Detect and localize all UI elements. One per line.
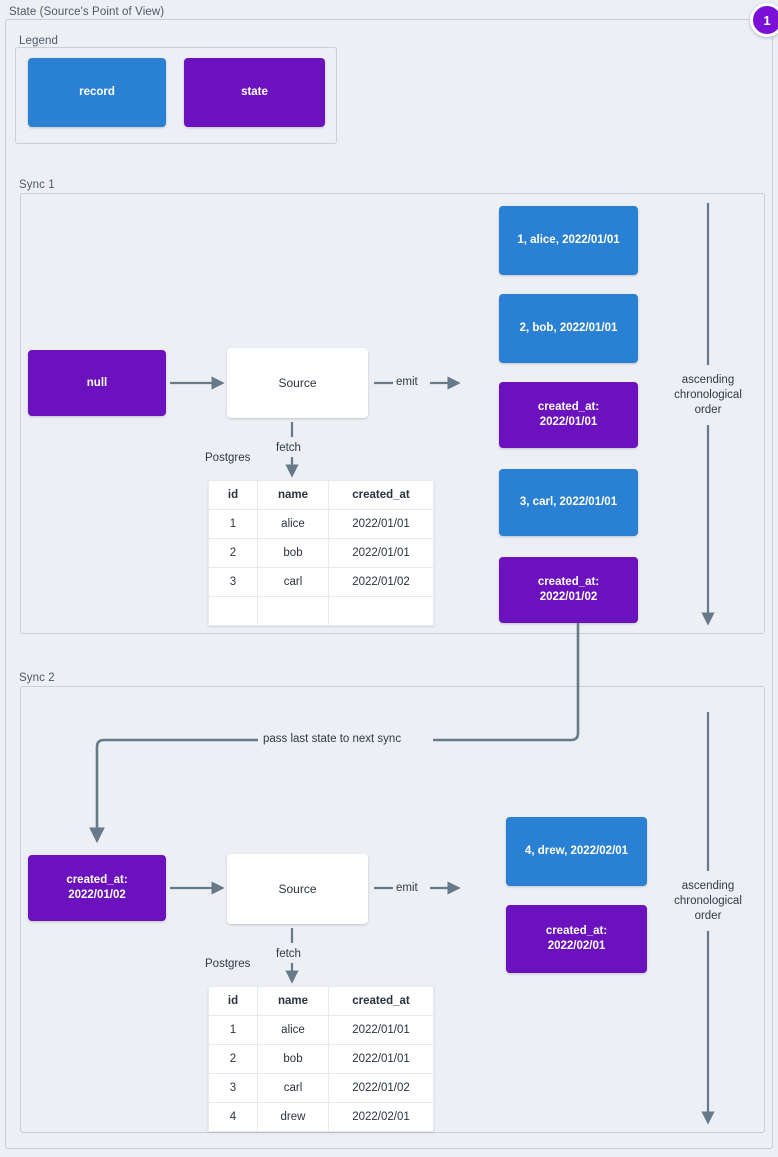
sync1-emitted-1: 2, bob, 2022/01/01 (499, 294, 638, 363)
sync2-order-label: ascending chronological order (674, 880, 742, 922)
cell-name: alice (257, 1015, 329, 1045)
legend-swatch-state: state (184, 58, 325, 127)
legend-frame (15, 47, 337, 144)
sync2-input-state: created_at: 2022/01/02 (28, 855, 166, 921)
cell-created-at (328, 596, 434, 626)
sync1-frame (20, 193, 765, 634)
column-header-created-at: created_at (328, 986, 434, 1016)
cell-created-at: 2022/01/01 (328, 509, 434, 539)
cell-created-at: 2022/01/02 (328, 567, 434, 597)
legend-title: Legend (19, 34, 63, 48)
sync1-emitted-2: created_at: 2022/01/01 (499, 382, 638, 448)
cell-name: drew (257, 1102, 329, 1132)
cell-created-at: 2022/01/01 (328, 1015, 434, 1045)
sync2-emitted-0: 4, drew, 2022/02/01 (506, 817, 647, 886)
cell-id: 3 (208, 567, 258, 597)
sync2-frame (20, 686, 765, 1133)
sync2-source-node: Source (227, 854, 368, 924)
legend-swatch-record: record (28, 58, 166, 127)
cell-name: bob (257, 538, 329, 568)
sync2-title: Sync 2 (19, 671, 60, 685)
cell-id: 1 (208, 1015, 258, 1045)
sync1-title: Sync 1 (19, 178, 60, 192)
cell-name: bob (257, 1044, 329, 1074)
sync1-source-node: Source (227, 348, 368, 418)
column-header-name: name (257, 480, 329, 510)
sync1-emitted-0: 1, alice, 2022/01/01 (499, 206, 638, 275)
column-header-name: name (257, 986, 329, 1016)
cell-created-at: 2022/01/01 (328, 538, 434, 568)
table-header-row: id name created_at (208, 480, 434, 510)
cell-created-at: 2022/01/01 (328, 1044, 434, 1074)
cell-id: 2 (208, 1044, 258, 1074)
sync1-order-label: ascending chronological order (674, 374, 742, 416)
cell-id: 3 (208, 1073, 258, 1103)
step-badge[interactable]: 1 (750, 3, 778, 37)
state-frame (5, 19, 773, 1149)
cell-name: alice (257, 509, 329, 539)
cell-name: carl (257, 1073, 329, 1103)
sync1-fetch-label: fetch (276, 442, 301, 454)
table-row (208, 596, 434, 626)
table-header-row: id name created_at (208, 986, 434, 1016)
cell-id: 2 (208, 538, 258, 568)
sync2-fetch-label: fetch (276, 948, 301, 960)
cell-created-at: 2022/01/02 (328, 1073, 434, 1103)
cell-created-at: 2022/02/01 (328, 1102, 434, 1132)
column-header-id: id (208, 480, 258, 510)
cell-id: 4 (208, 1102, 258, 1132)
cell-id: 1 (208, 509, 258, 539)
column-header-created-at: created_at (328, 480, 434, 510)
sync1-emitted-3: 3, carl, 2022/01/01 (499, 469, 638, 536)
cell-id (208, 596, 258, 626)
page-title: State (Source's Point of View) (9, 5, 170, 19)
pass-state-label: pass last state to next sync (259, 732, 406, 747)
cell-name (257, 596, 329, 626)
sync1-emit-label: emit (396, 376, 418, 388)
sync1-emitted-4: created_at: 2022/01/02 (499, 557, 638, 623)
sync1-db-label: Postgres (205, 452, 251, 464)
sync2-emit-label: emit (396, 882, 418, 894)
sync1-input-state: null (28, 350, 166, 416)
sync2-db-label: Postgres (205, 958, 251, 970)
sync2-emitted-1: created_at: 2022/02/01 (506, 905, 647, 973)
cell-name: carl (257, 567, 329, 597)
column-header-id: id (208, 986, 258, 1016)
